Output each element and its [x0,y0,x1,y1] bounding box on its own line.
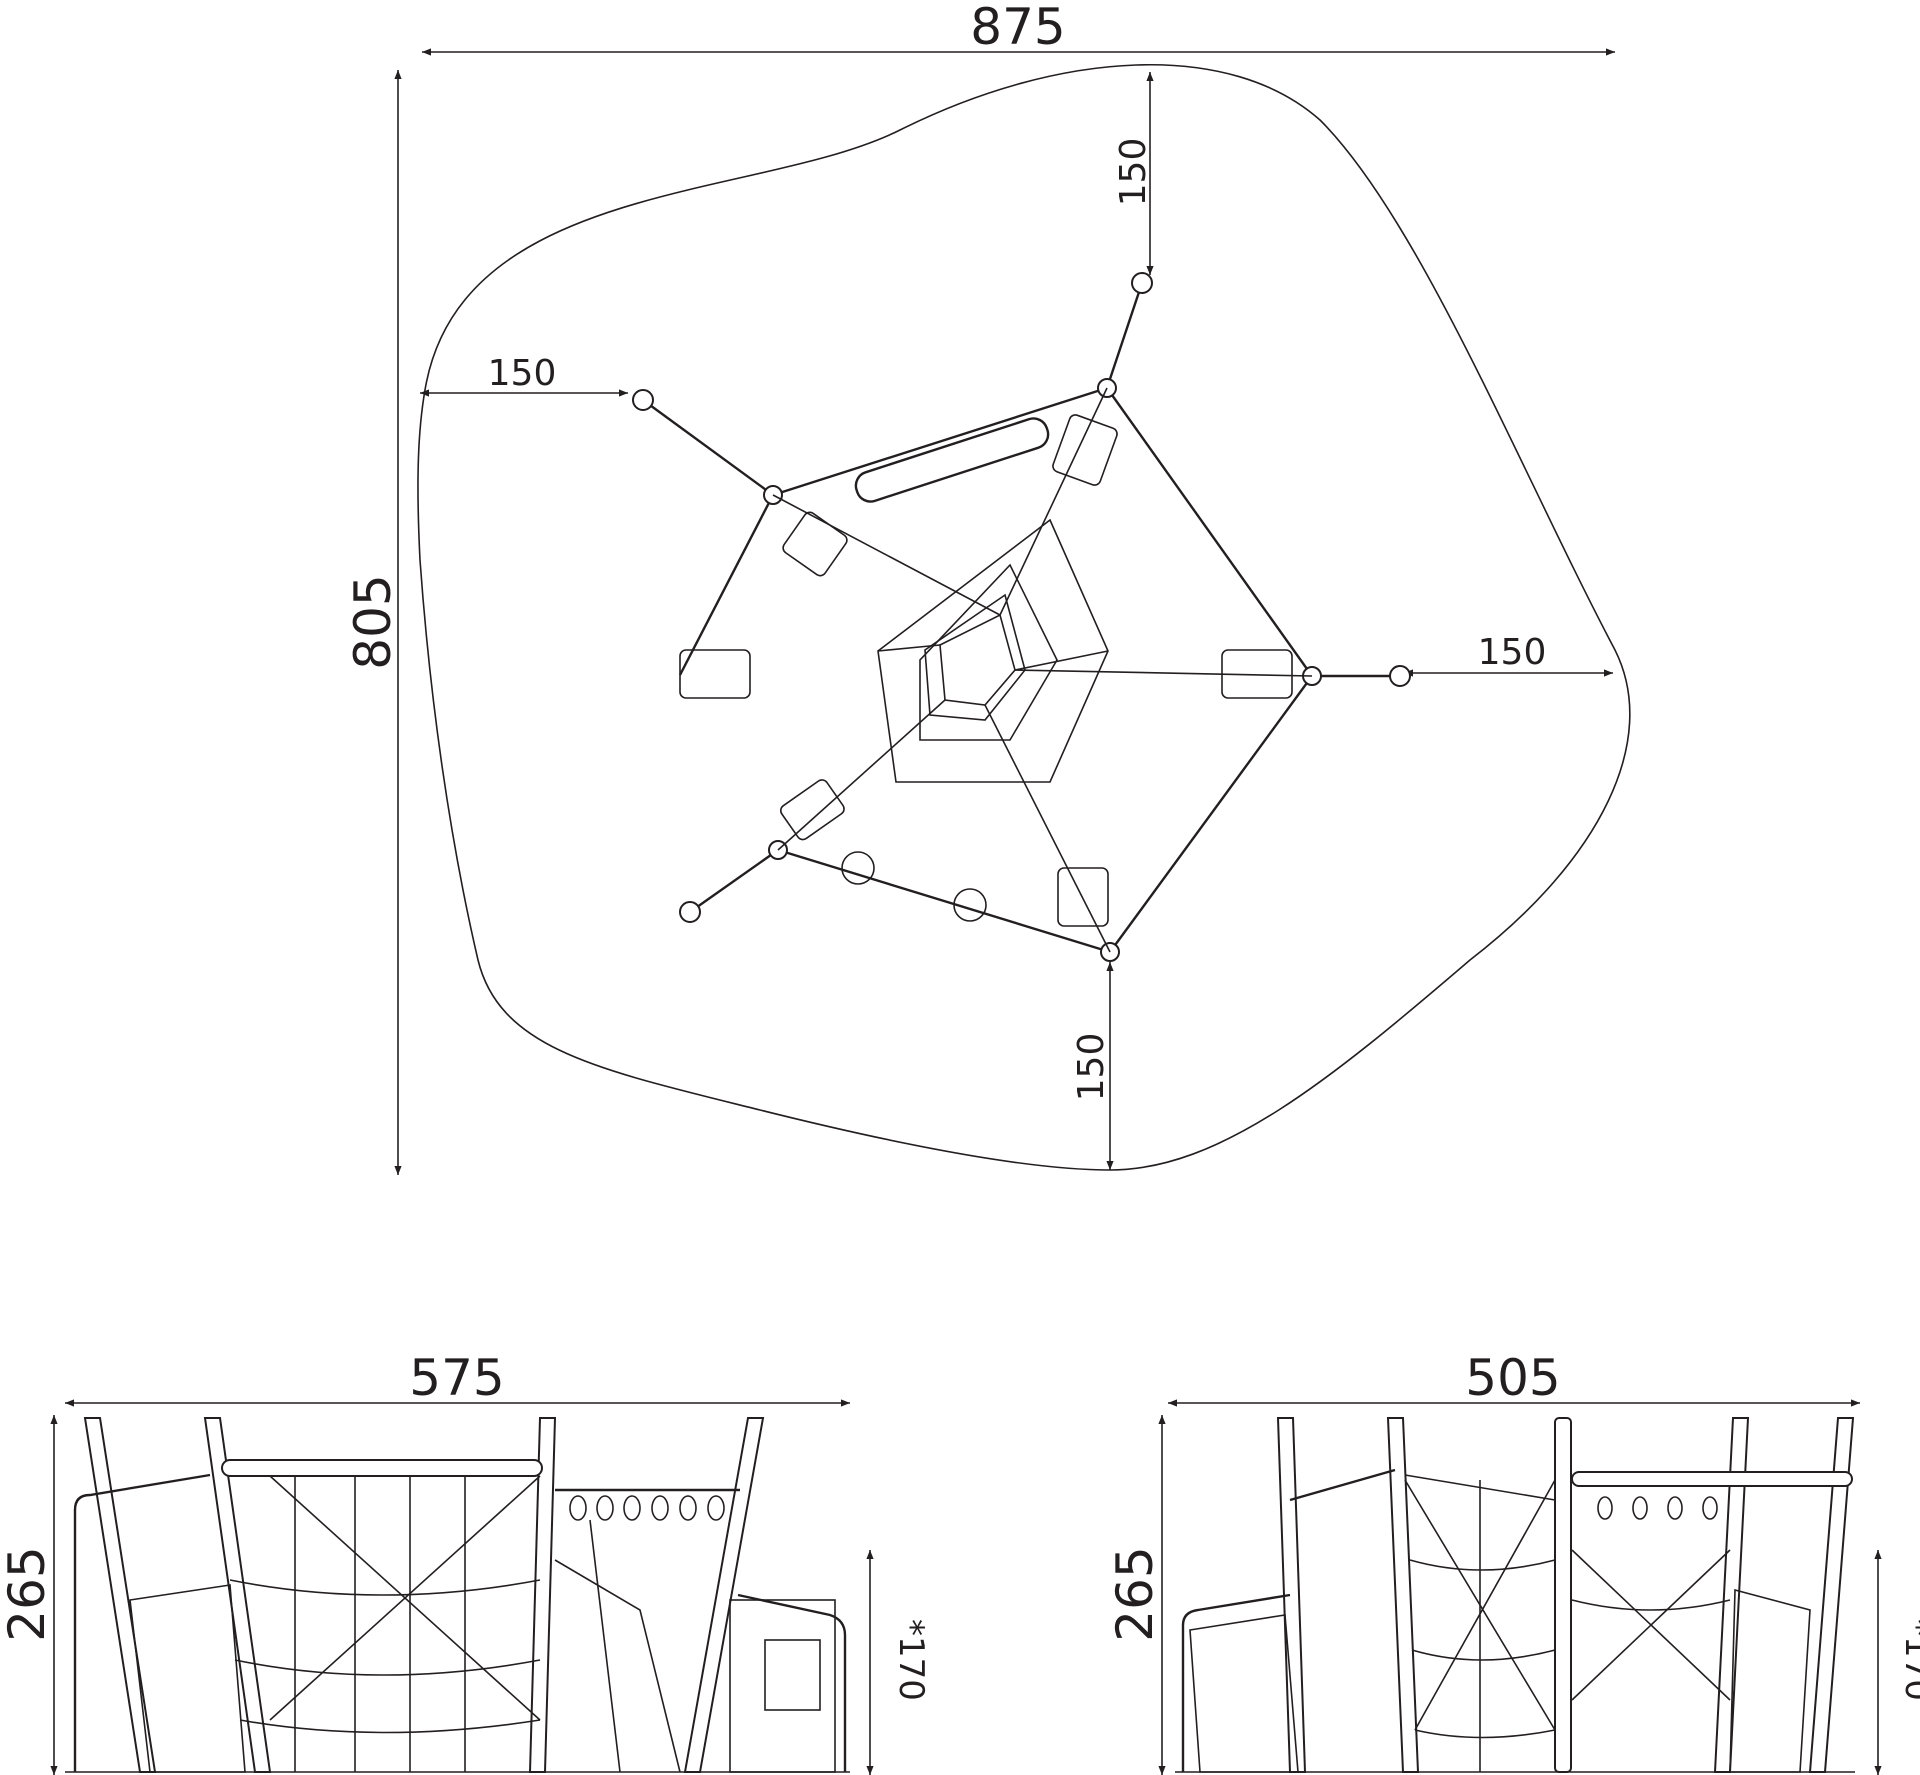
side-width-dimension: 505 [1465,1349,1560,1407]
spider-web-net [772,387,1313,953]
front-structure [65,1417,850,1773]
side-structure [1175,1417,1855,1773]
clearance-top: 150 [1113,138,1154,207]
side-platform-height: *170 [1897,1619,1920,1701]
front-platform-height: *170 [891,1619,931,1701]
side-elevation: 505 265 *170 [1106,1349,1920,1775]
clearance-bottom: 150 [1071,1033,1112,1102]
front-width-dimension: 575 [409,1349,504,1407]
clearance-right: 150 [1478,632,1547,673]
plan-view: 875 805 150 150 150 150 [344,0,1631,1175]
plan-structure [632,272,1411,962]
safety-zone-outline [417,64,1631,1171]
width-dimension: 875 [970,0,1065,56]
front-height-dimension: 265 [0,1546,56,1641]
height-dimension: 805 [344,574,402,669]
front-elevation: 575 265 *170 [0,1349,931,1775]
clearance-left: 150 [488,353,557,394]
side-height-dimension: 265 [1106,1546,1164,1641]
